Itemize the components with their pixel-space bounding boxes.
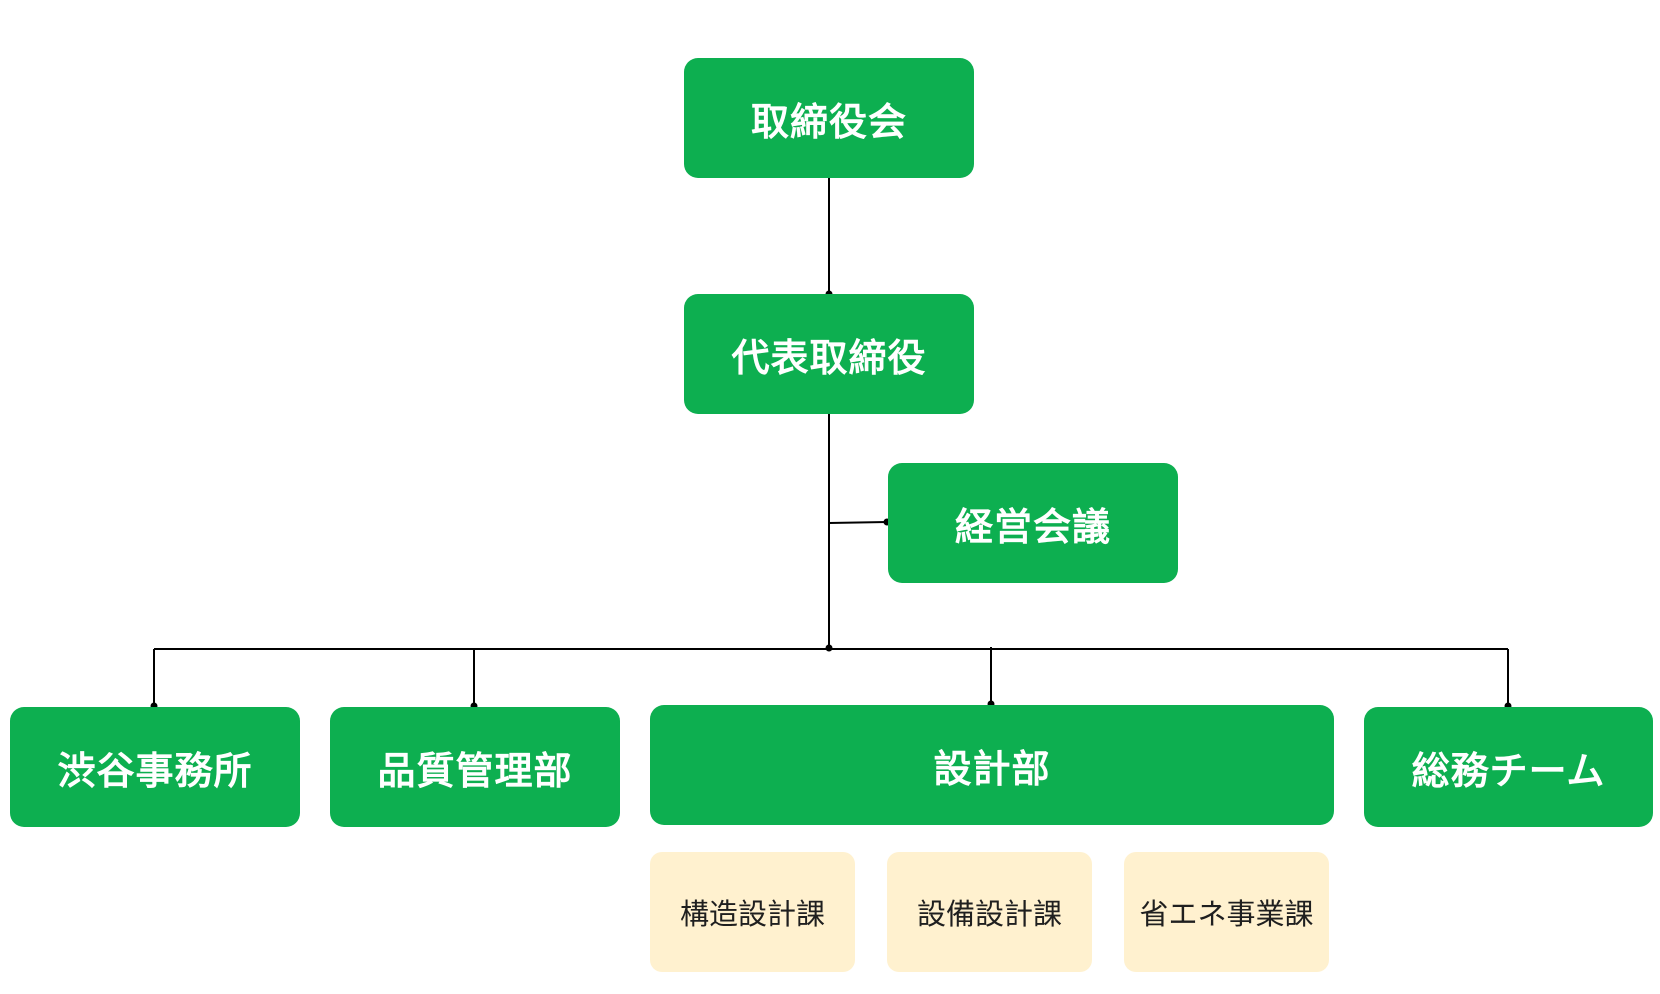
section-label: 省エネ事業課 [1139,897,1314,931]
ceo-label: 代表取締役 [731,335,927,380]
section-label: 設備設計課 [916,897,1062,931]
department-label: 総務チーム [1411,748,1606,793]
management-meeting-box: 経営会議 [888,463,1178,583]
connector-management-meeting [828,521,888,524]
department-box-general-affairs: 総務チーム [1364,707,1653,827]
department-label: 設計部 [933,746,1051,791]
section-box-equipment-design: 設備設計課 [887,852,1092,972]
management-meeting-label: 経営会議 [954,504,1111,549]
board-box: 取締役会 [684,58,974,178]
junction-dot-bar [825,644,833,652]
section-box-energy-saving: 省エネ事業課 [1124,852,1329,972]
department-label: 品質管理部 [377,748,573,793]
department-box-design: 設計部 [650,705,1334,825]
board-label: 取締役会 [750,99,907,144]
department-box-shibuya: 渋谷事務所 [10,707,300,827]
ceo-box: 代表取締役 [684,294,974,414]
section-label: 構造設計課 [679,897,825,931]
department-label: 渋谷事務所 [57,748,253,793]
section-box-structural-design: 構造設計課 [650,852,855,972]
department-box-quality: 品質管理部 [330,707,620,827]
